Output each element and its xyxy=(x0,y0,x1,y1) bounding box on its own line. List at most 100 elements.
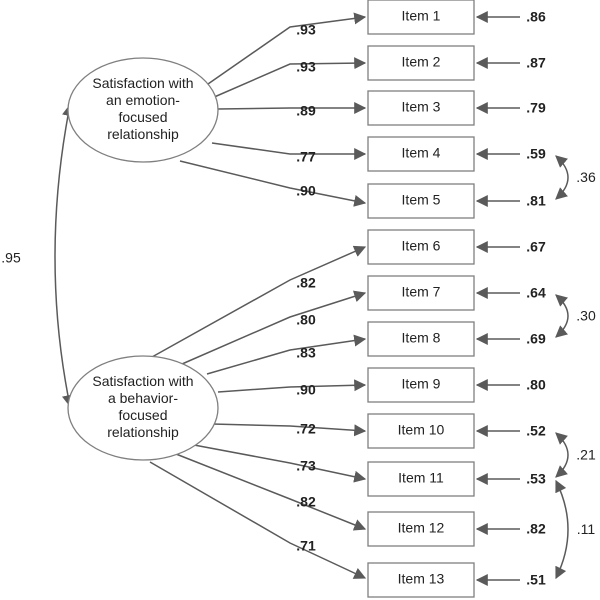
error-variance: .86 xyxy=(526,9,546,25)
error-covariances: .36 .30 .21 .11 xyxy=(555,155,596,580)
error-covariance-arrow xyxy=(555,432,569,478)
factor-label-line: relationship xyxy=(107,126,179,142)
error-variance: .87 xyxy=(526,55,546,71)
item-box: Item 3 xyxy=(367,90,475,126)
loading-coefficient: .77 xyxy=(296,149,316,165)
error-covariance-arrow xyxy=(555,294,569,338)
error-variance: .59 xyxy=(526,146,546,162)
item-rect xyxy=(367,183,475,219)
item-label: Item 13 xyxy=(398,571,445,587)
item-label: Item 1 xyxy=(402,8,441,24)
loading-coefficient: .73 xyxy=(296,458,316,474)
loading-arrow xyxy=(149,461,367,579)
factor-ellipse xyxy=(67,355,219,461)
loading-coefficient: .89 xyxy=(296,103,316,119)
error-variance: .51 xyxy=(526,572,546,588)
item-rect xyxy=(367,45,475,81)
item-label: Item 8 xyxy=(402,330,441,346)
factor-ellipse xyxy=(67,57,219,163)
factor-label-line: Satisfaction with xyxy=(92,373,193,389)
item-box: Item 4 xyxy=(367,136,475,172)
item-rect xyxy=(367,321,475,357)
item-rect xyxy=(367,511,475,547)
loading-coefficient: .72 xyxy=(296,421,316,437)
error-variance: .53 xyxy=(526,471,546,487)
item-box: Item 8 xyxy=(367,321,475,357)
item-label: Item 7 xyxy=(402,284,441,300)
item-rect xyxy=(367,275,475,311)
item-box: Item 7 xyxy=(367,275,475,311)
loading-arrow xyxy=(175,453,367,531)
item-rect xyxy=(367,0,475,35)
item-label: Item 12 xyxy=(398,520,445,536)
item-label: Item 5 xyxy=(402,192,441,208)
factor-label-line: Satisfaction with xyxy=(92,75,193,91)
item-label: Item 11 xyxy=(398,470,444,486)
loading-coefficient: .83 xyxy=(296,345,316,361)
item-box: Item 11 xyxy=(367,461,475,497)
loading-arrow xyxy=(181,290,367,365)
loading-paths: .93.93.89.77.90.82.80.83.90.72.73.82.71 xyxy=(149,12,367,579)
item-label: Item 4 xyxy=(402,145,441,161)
item-rect xyxy=(367,136,475,172)
item-box: Item 1 xyxy=(367,0,475,35)
item-box: Item 2 xyxy=(367,45,475,81)
error-paths: .86.87.79.59.81.67.64.69.80.52.53.82.51 xyxy=(475,9,546,588)
item-label: Item 2 xyxy=(402,54,441,70)
error-covariance-arrow xyxy=(555,155,569,200)
loading-coefficient: .93 xyxy=(296,22,316,38)
error-variance: .81 xyxy=(526,193,546,209)
loading-arrow xyxy=(211,142,367,160)
error-covariance-arrow xyxy=(555,479,569,580)
item-box: Item 12 xyxy=(367,511,475,547)
item-label: Item 3 xyxy=(402,99,441,115)
factor-correlation-value: .95 xyxy=(1,250,21,266)
loading-arrow xyxy=(211,57,367,99)
loading-arrow xyxy=(151,245,367,358)
item-rect xyxy=(367,367,475,403)
loading-coefficient: .82 xyxy=(296,494,316,510)
factor-label-line: an emotion- xyxy=(106,92,180,108)
error-variance: .67 xyxy=(526,239,546,255)
error-variance: .64 xyxy=(526,285,546,301)
item-label: Item 10 xyxy=(398,422,445,438)
error-variance: .82 xyxy=(526,521,546,537)
loading-arrow xyxy=(206,334,367,375)
item-rect xyxy=(367,90,475,126)
factor-label-line: a behavior- xyxy=(108,390,178,406)
error-variance: .80 xyxy=(526,377,546,393)
loading-coefficient: .82 xyxy=(296,275,316,291)
loading-coefficient: .90 xyxy=(296,382,316,398)
loading-arrow xyxy=(217,379,367,393)
item-box: Item 5 xyxy=(367,183,475,219)
factor-label-line: focused xyxy=(118,407,167,423)
loading-coefficient: .80 xyxy=(296,312,316,328)
item-label: Item 6 xyxy=(402,238,441,254)
item-box: Item 10 xyxy=(367,413,475,449)
loading-arrow xyxy=(207,12,367,85)
item-label: Item 9 xyxy=(402,376,441,392)
error-covariance-value: .36 xyxy=(576,169,596,185)
loading-coefficient: .90 xyxy=(296,183,316,199)
factor-correlation-arrow xyxy=(54,103,74,408)
factor-correlation: .95 xyxy=(1,103,74,408)
error-covariance-value: .11 xyxy=(577,521,596,537)
item-box: Item 13 xyxy=(367,562,475,598)
item-box: Item 6 xyxy=(367,229,475,265)
error-variance: .69 xyxy=(526,331,546,347)
loading-coefficient: .71 xyxy=(296,538,316,554)
item-rect xyxy=(367,562,475,598)
item-box: Item 9 xyxy=(367,367,475,403)
error-variance: .79 xyxy=(526,100,546,116)
error-covariance-value: .30 xyxy=(576,308,596,324)
loading-arrow xyxy=(211,423,367,437)
item-rect xyxy=(367,229,475,265)
loading-arrow xyxy=(217,102,367,114)
item-rect xyxy=(367,413,475,449)
loading-arrow xyxy=(193,444,367,483)
error-covariance-value: .21 xyxy=(576,447,596,463)
